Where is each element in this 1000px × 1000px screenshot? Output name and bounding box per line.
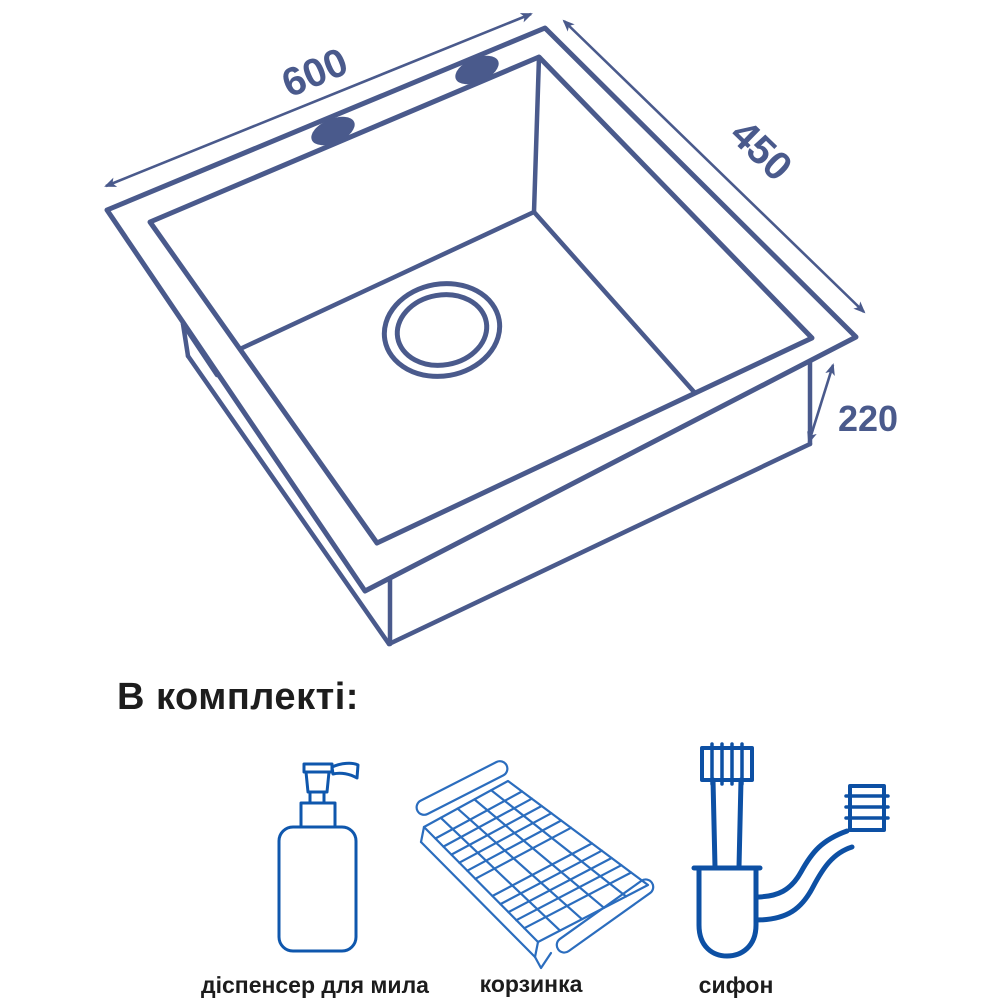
dimension-lines <box>104 12 866 444</box>
sink-drain <box>381 281 503 379</box>
siphon-icon <box>691 742 890 959</box>
caption-siphon: сифон <box>698 972 774 998</box>
included-section-heading: В комплекті: <box>117 676 359 718</box>
sink-technical-drawing: 600 450 220 <box>104 12 898 647</box>
soap-dispenser-icon <box>277 761 360 953</box>
caption-basket: корзинка <box>479 971 583 997</box>
dimension-height-label: 220 <box>838 398 898 439</box>
caption-soap-dispenser: діспенсер для мила <box>201 972 429 998</box>
basket-icon <box>415 760 655 970</box>
dimension-depth-label: 450 <box>722 112 801 190</box>
dimension-width-label: 600 <box>276 40 355 107</box>
sink-inner-rim <box>147 54 815 546</box>
